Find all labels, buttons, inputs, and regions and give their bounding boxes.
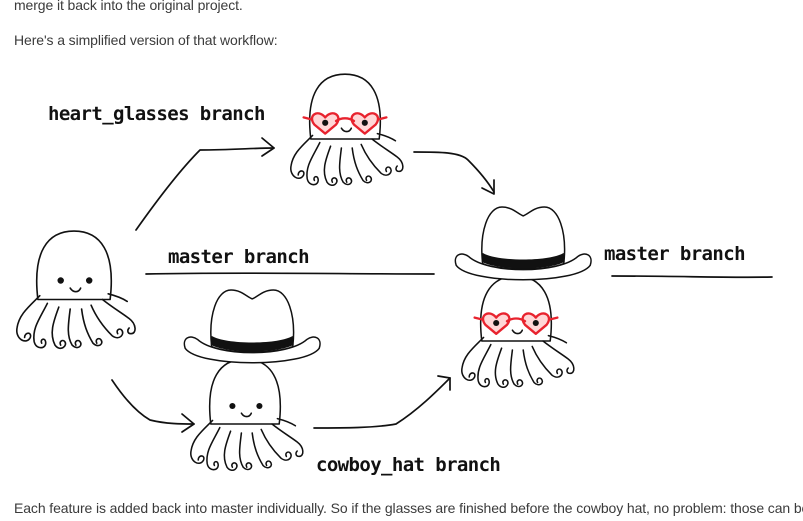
cowboy-hat-icon [183, 289, 321, 364]
cowboy-hat-branch-label: cowboy_hat branch [316, 454, 500, 476]
master-branch-label-left: master branch [168, 246, 309, 268]
octopus-cowboy-hat [183, 289, 321, 472]
workflow-intro-paragraph: Here's a simplified version of that work… [14, 32, 278, 48]
git-branch-workflow-diagram: heart_glasses branch master branch maste… [15, 73, 773, 476]
master-branch-label-right: master branch [604, 243, 745, 265]
heart-glasses-branch-label: heart_glasses branch [48, 103, 265, 125]
arrow-to-heart-glasses [135, 137, 275, 231]
paragraph-after-diagram: Each feature is added back into master i… [14, 500, 803, 516]
arrow-cowboy-hat-to-master [313, 375, 451, 429]
master-line-right [611, 275, 773, 279]
intro-paragraph-end: merge it back into the original project. [14, 0, 243, 13]
arrow-to-cowboy-hat [111, 379, 195, 433]
cowboy-hat-icon [454, 206, 592, 281]
octopus-heart-glasses [290, 73, 404, 187]
master-line-left [145, 272, 435, 275]
octopus-master-merged [454, 206, 592, 389]
arrow-heart-glasses-to-master [413, 151, 495, 195]
octopus-original [15, 230, 136, 350]
